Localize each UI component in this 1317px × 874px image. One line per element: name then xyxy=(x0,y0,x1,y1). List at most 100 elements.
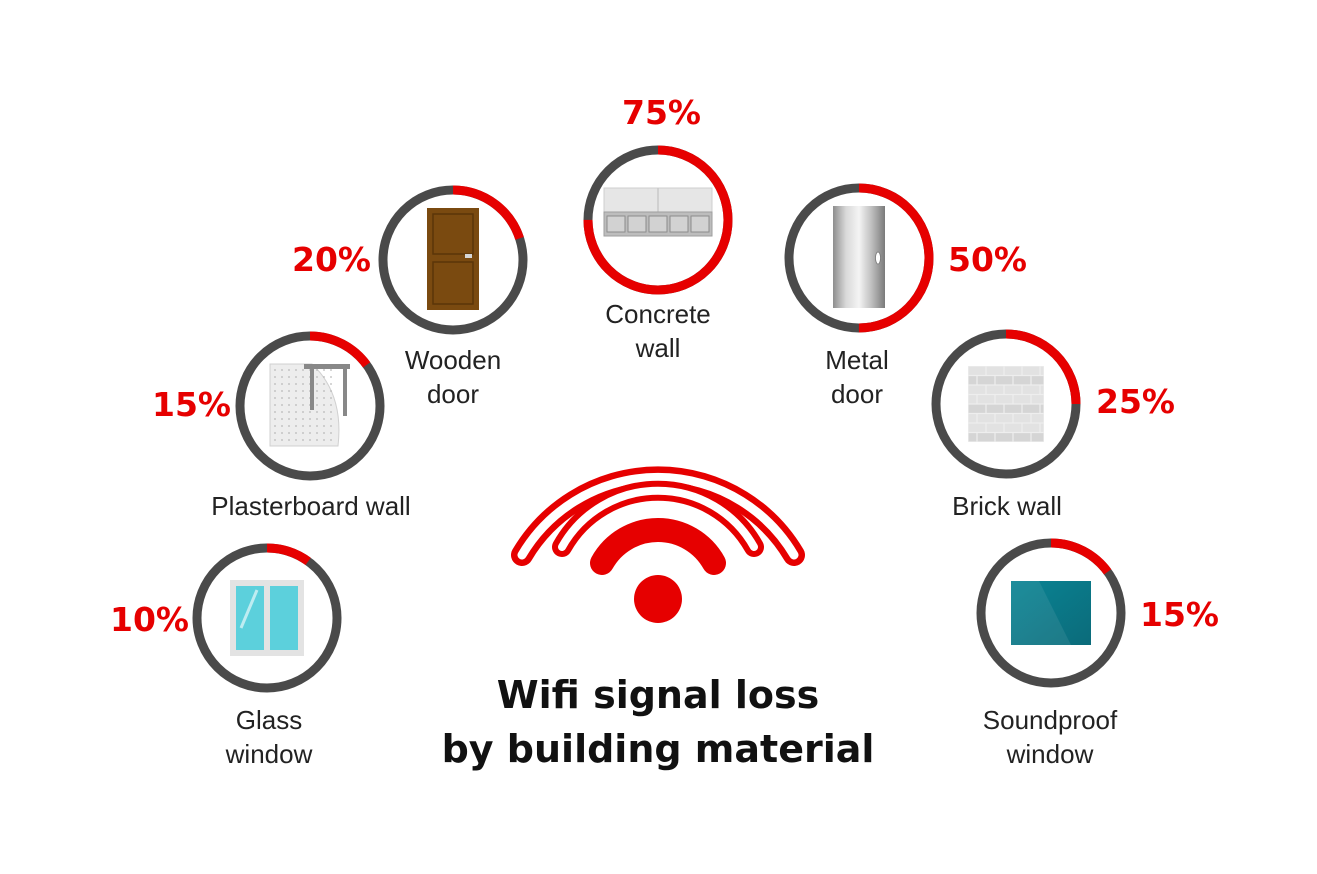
material-label-line: door xyxy=(830,379,884,409)
plaster-dot xyxy=(330,418,332,420)
plaster-dot xyxy=(295,369,297,371)
brick xyxy=(986,366,1004,375)
plaster-dot xyxy=(281,397,283,399)
plaster-dot xyxy=(274,411,276,413)
concrete-wall-icon xyxy=(603,187,713,237)
brick xyxy=(1031,395,1044,404)
brick xyxy=(1004,404,1022,413)
plaster-dot xyxy=(330,439,332,441)
plaster-dot xyxy=(323,404,325,406)
plaster-dot xyxy=(323,376,325,378)
brick xyxy=(1031,376,1044,385)
brick xyxy=(1022,385,1040,394)
wifi-arc-outer-inner xyxy=(517,472,799,560)
plaster-dot xyxy=(281,404,283,406)
plaster-dot xyxy=(316,418,318,420)
brick-wall-icon xyxy=(968,366,1044,442)
brick xyxy=(986,385,1004,394)
soundproof-pane xyxy=(1011,581,1091,645)
door-handle xyxy=(875,251,881,265)
plaster-dot xyxy=(295,376,297,378)
percent-label: 20% xyxy=(292,240,371,279)
plaster-dot xyxy=(302,390,304,392)
glass-reflection xyxy=(1011,581,1071,645)
plaster-dot xyxy=(323,397,325,399)
plaster-dot xyxy=(288,439,290,441)
ring-value-arc xyxy=(931,329,1081,479)
brick xyxy=(968,366,986,375)
plaster-dot xyxy=(309,432,311,434)
brick xyxy=(995,395,1013,404)
brick xyxy=(1040,385,1044,394)
plaster-dot xyxy=(316,369,318,371)
concrete-block xyxy=(669,215,689,233)
material-label: Brick wall xyxy=(952,489,1062,523)
plaster-dot xyxy=(288,376,290,378)
plaster-dot xyxy=(288,418,290,420)
plaster-dot xyxy=(330,425,332,427)
plaster-dot xyxy=(302,439,304,441)
plaster-dot xyxy=(323,432,325,434)
plaster-dot xyxy=(281,390,283,392)
plaster-dot xyxy=(288,390,290,392)
plaster-dot xyxy=(274,432,276,434)
plaster-dot xyxy=(274,369,276,371)
wifi-dot xyxy=(634,575,682,623)
stud-top xyxy=(304,364,350,369)
material-label-line: window xyxy=(1006,739,1094,769)
percent-label: 75% xyxy=(622,93,701,132)
brick xyxy=(968,404,986,413)
plaster-dot xyxy=(316,411,318,413)
plaster-dot xyxy=(330,432,332,434)
plaster-dot xyxy=(330,383,332,385)
material-rings xyxy=(192,145,1126,693)
brick xyxy=(968,376,977,385)
brick xyxy=(968,414,977,423)
plaster-dot xyxy=(295,404,297,406)
title-line-1: Wifi signal loss xyxy=(496,673,820,717)
door-panel xyxy=(427,208,479,310)
plaster-dot xyxy=(302,369,304,371)
plaster-dot xyxy=(302,425,304,427)
plaster-dot xyxy=(302,376,304,378)
plaster-dot xyxy=(281,411,283,413)
plaster-dot xyxy=(316,383,318,385)
plaster-dot xyxy=(323,418,325,420)
percent-label: 50% xyxy=(948,240,1027,279)
plaster-dot xyxy=(330,369,332,371)
material-label-line: door xyxy=(426,379,480,409)
plaster-dot xyxy=(309,411,311,413)
material-ring-brick-wall xyxy=(931,329,1081,479)
wifi-icon xyxy=(511,466,805,623)
material-label-line: Brick wall xyxy=(952,491,1062,521)
window-pane-right xyxy=(270,586,298,650)
plaster-dot xyxy=(302,397,304,399)
plaster-dot xyxy=(295,439,297,441)
brick xyxy=(1031,414,1044,423)
plaster-dot xyxy=(316,397,318,399)
plaster-dot xyxy=(316,432,318,434)
brick xyxy=(1004,423,1022,432)
ring-value-arc xyxy=(235,331,385,481)
plaster-dot xyxy=(316,390,318,392)
plaster-dot xyxy=(330,376,332,378)
ring-value-arc xyxy=(784,183,934,333)
plaster-dot xyxy=(323,439,325,441)
plaster-dot xyxy=(295,411,297,413)
plaster-dot xyxy=(295,418,297,420)
material-label-line: wall xyxy=(635,333,681,363)
brick xyxy=(1004,366,1022,375)
percent-label: 15% xyxy=(1140,595,1219,634)
plaster-dot xyxy=(274,439,276,441)
door-handle xyxy=(465,254,472,258)
brick xyxy=(995,414,1013,423)
plaster-dot xyxy=(288,369,290,371)
plaster-dot xyxy=(302,404,304,406)
plaster-dot xyxy=(309,439,311,441)
brick xyxy=(977,376,995,385)
material-label: Plasterboard wall xyxy=(211,489,410,523)
material-label-line: window xyxy=(225,739,313,769)
